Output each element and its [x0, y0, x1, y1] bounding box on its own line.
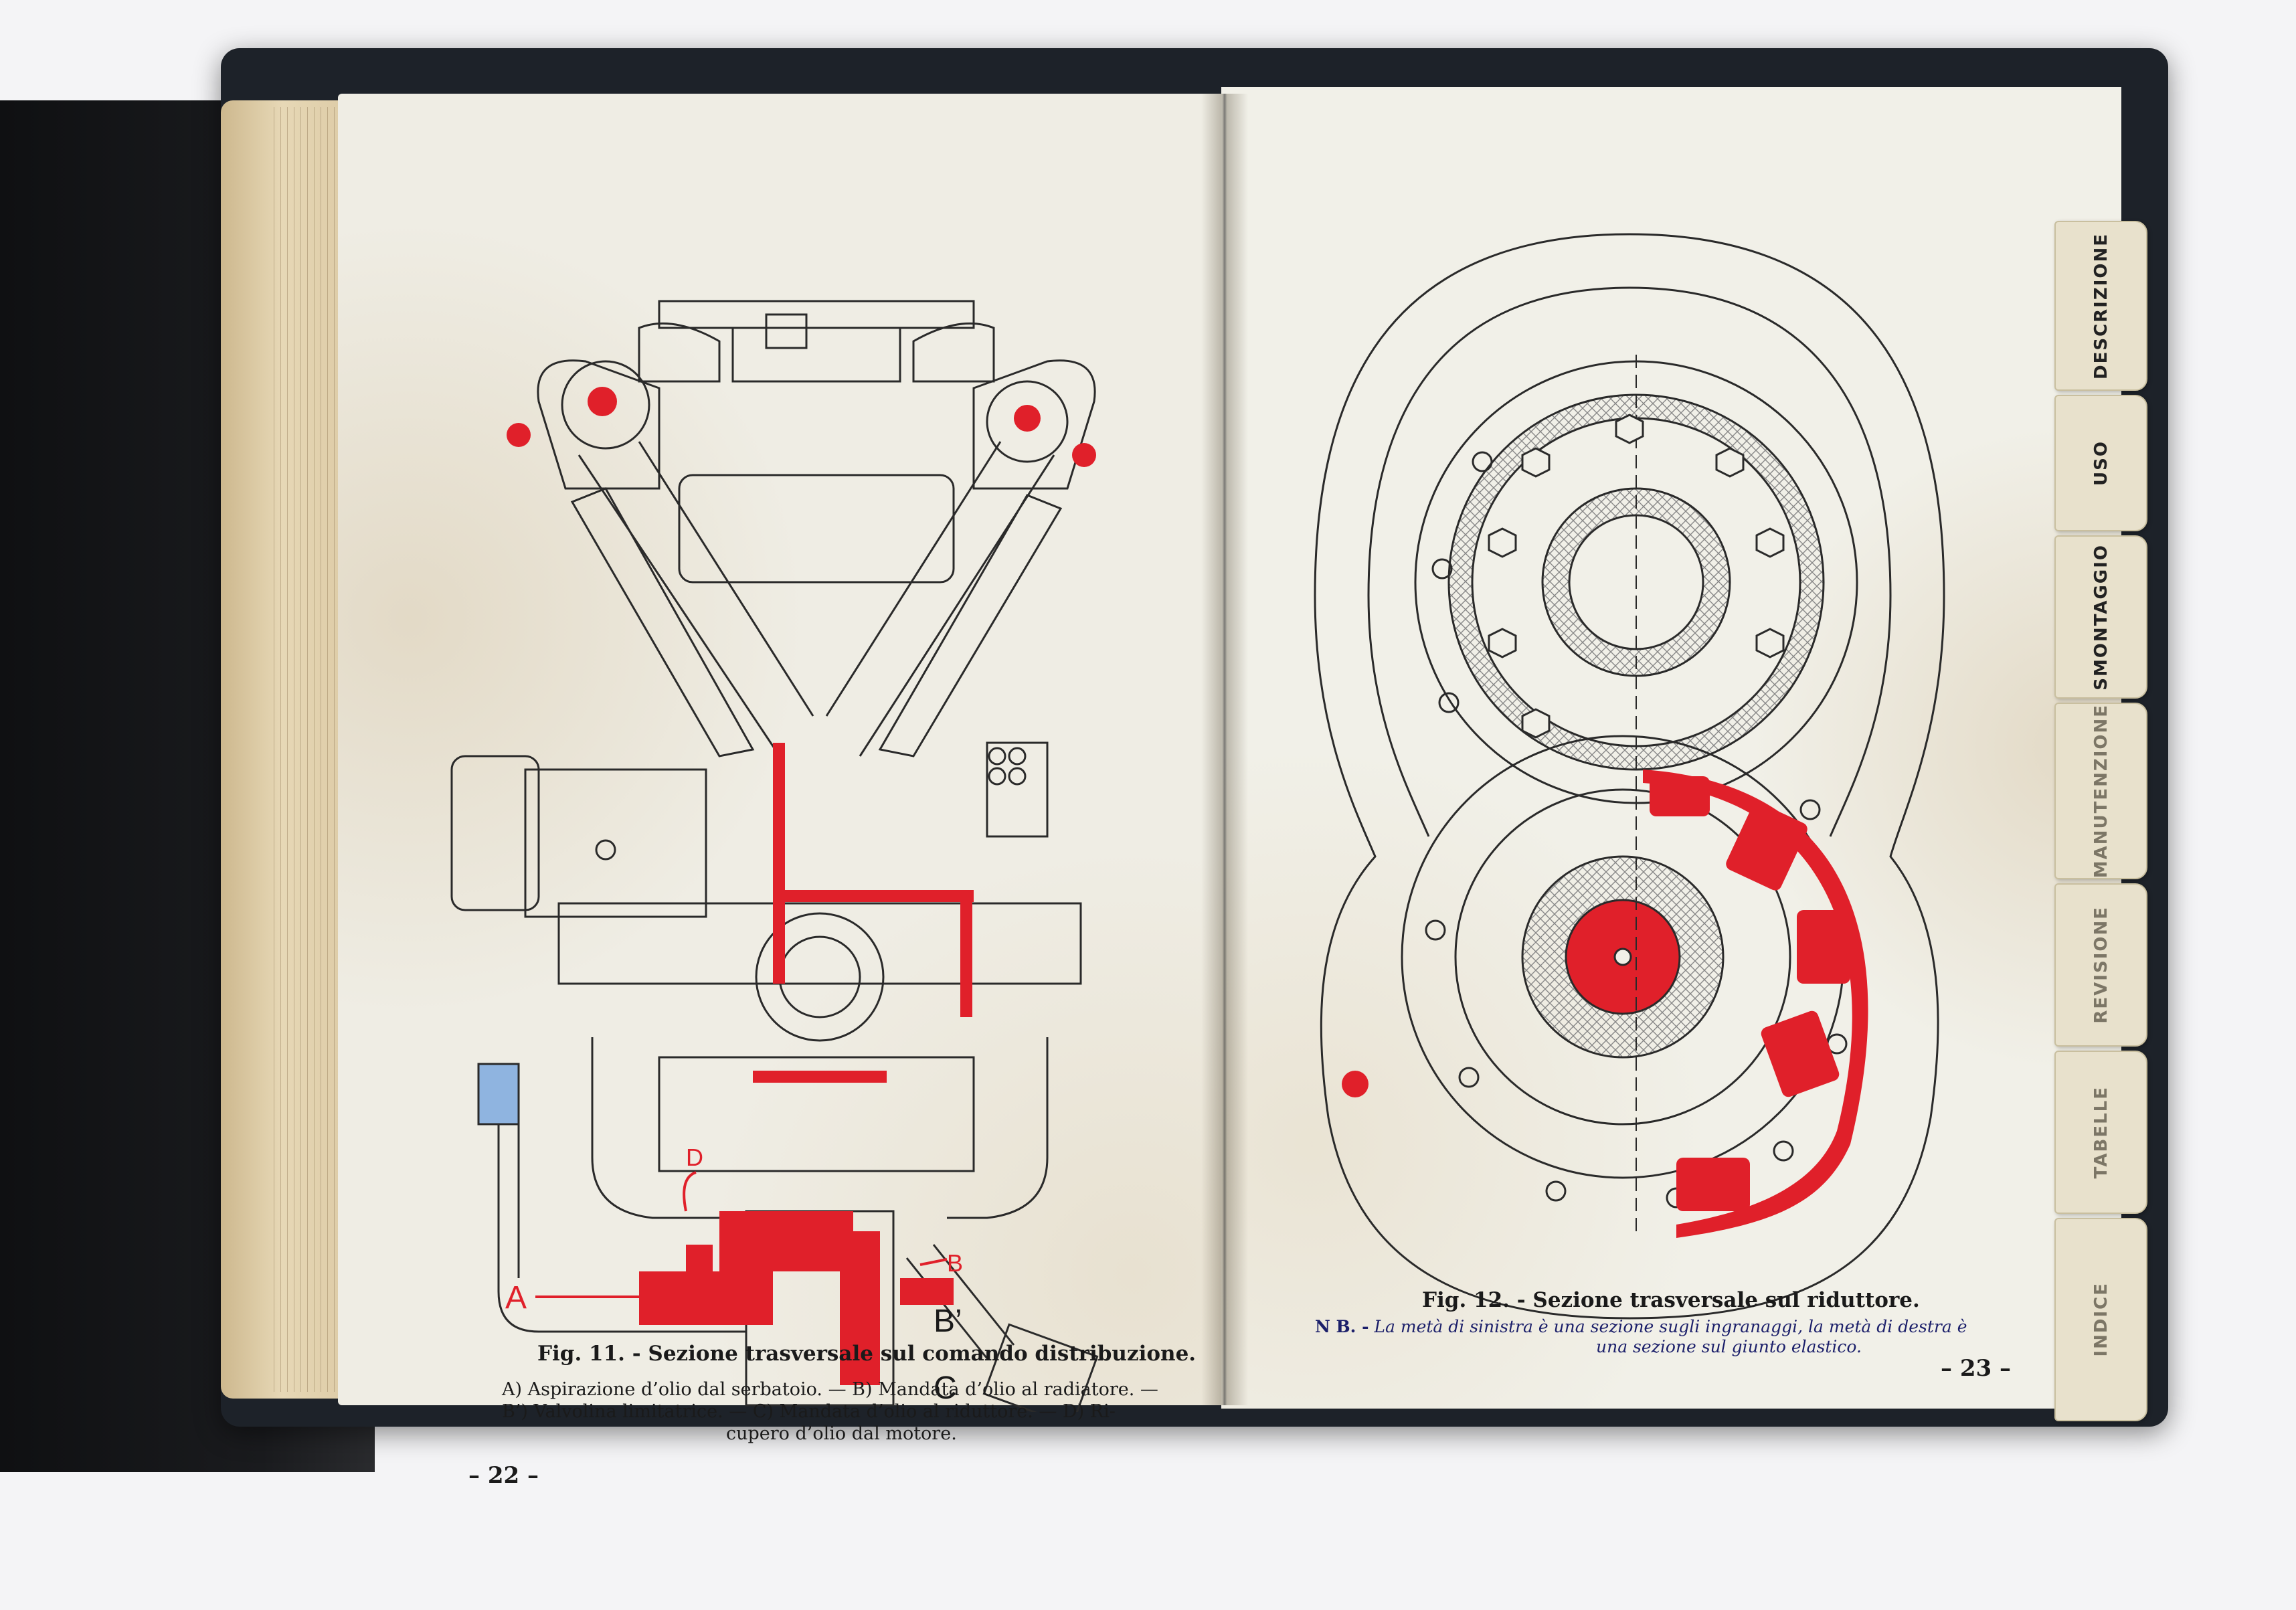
callout-d: D — [686, 1144, 703, 1171]
fig-11-legend-line-2: B’) Valvolina limitatrice. — C) Mandata … — [502, 1401, 1116, 1422]
left-page: A D B B’ C Fig. 11. - Sezione trasversal… — [338, 94, 1221, 1444]
fig-12-note-prefix: N B. - — [1315, 1317, 1369, 1336]
tab-label: INDICE — [2091, 1282, 2111, 1357]
callout-b: B — [947, 1249, 963, 1277]
fig-12-title: Fig. 12. - Sezione trasversale sul ridut… — [1422, 1288, 1920, 1312]
tab-label: USO — [2091, 440, 2111, 486]
page-number-left: – 22 – — [468, 1462, 539, 1489]
tab-smontaggio[interactable]: SMONTAGGIO — [2054, 535, 2147, 699]
tab-label: REVISIONE — [2091, 906, 2111, 1024]
tab-indice[interactable]: INDICE — [2054, 1218, 2147, 1421]
fig-12-note-line-2: una sezione sul giunto elastico. — [1596, 1337, 1862, 1356]
tab-tabelle[interactable]: TABELLE — [2054, 1051, 2147, 1214]
callout-a: A — [505, 1280, 527, 1316]
thumb-index-tabs: DESCRIZIONE USO SMONTAGGIO MANUTENZIONE … — [2054, 221, 2148, 1459]
fig-11-engine-cross-section: A D B B’ C — [450, 300, 1099, 1412]
book-gutter — [1201, 94, 1248, 1405]
tab-label: SMONTAGGIO — [2091, 543, 2111, 691]
right-page: Fig. 12. - Sezione trasversale sul ridut… — [1221, 87, 2121, 1409]
fig-11-legend-line-1: A) Aspirazione d’olio dal serbatoio. — B… — [502, 1379, 1158, 1400]
fig-12-reducer-cross-section — [1314, 233, 1945, 1320]
page-edges — [268, 107, 348, 1392]
tab-label: TABELLE — [2091, 1085, 2111, 1179]
fig-12-note-line-1: N B. - La metà di sinistra è una sezione… — [1315, 1317, 1967, 1337]
callout-c: C — [934, 1370, 957, 1406]
tab-revisione[interactable]: REVISIONE — [2054, 883, 2147, 1047]
fig-12-note-text-1: La metà di sinistra è una sezione sugli … — [1374, 1317, 1967, 1336]
tab-uso[interactable]: USO — [2054, 395, 2147, 531]
callout-b-prime: B’ — [934, 1304, 962, 1339]
page-number-right: – 23 – — [1941, 1355, 2011, 1382]
tab-descrizione[interactable]: DESCRIZIONE — [2054, 221, 2147, 391]
fig-11-legend-line-3: cupero d’olio dal motore. — [726, 1423, 957, 1444]
tab-manutenzione[interactable]: MANUTENZIONE — [2054, 703, 2147, 879]
tab-label: DESCRIZIONE — [2091, 232, 2111, 379]
tab-label: MANUTENZIONE — [2091, 703, 2111, 879]
fig-11-title: Fig. 11. - Sezione trasversale sul coman… — [537, 1342, 1197, 1366]
